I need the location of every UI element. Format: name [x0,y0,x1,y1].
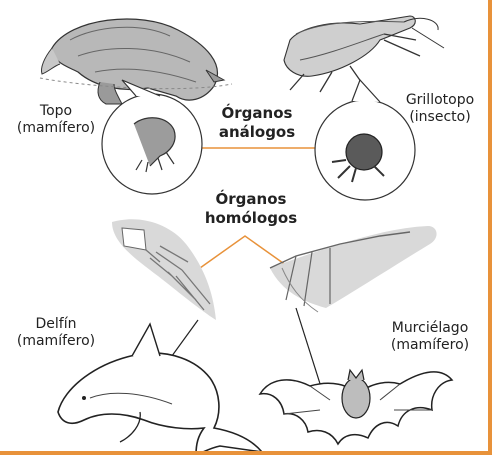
analogous-heading-line2: análogos [196,123,318,142]
mole-cricket-illustration [284,16,444,92]
bat-label: Murciélago (mamífero) [380,320,480,354]
mole-label: Topo (mamífero) [6,103,106,137]
analogous-heading: Órganos análogos [196,104,318,142]
mole-cricket-label: Grillotopo (insecto) [394,92,486,126]
dolphin-group: (mamífero) [6,333,106,350]
mole-cricket-group: (insecto) [394,109,486,126]
mole-name: Topo [6,103,106,120]
homologous-connector [200,236,290,268]
bat-group: (mamífero) [380,337,480,354]
bat-pointer [296,308,322,390]
bat-name: Murciélago [380,320,480,337]
mole-group: (mamífero) [6,120,106,137]
bat-illustration [260,370,452,444]
frame-right-border [488,0,492,455]
dolphin-flipper-bones [112,219,216,320]
homologous-heading-line2: homólogos [190,209,312,228]
dolphin-label: Delfín (mamífero) [6,316,106,350]
homologous-heading-line1: Órganos [190,190,312,209]
frame-bottom-border [0,451,492,455]
analogous-heading-line1: Órganos [196,104,318,123]
mole-cricket-name: Grillotopo [394,92,486,109]
homologous-heading: Órganos homólogos [190,190,312,228]
dolphin-name: Delfín [6,316,106,333]
bat-wing-bones [270,226,437,312]
